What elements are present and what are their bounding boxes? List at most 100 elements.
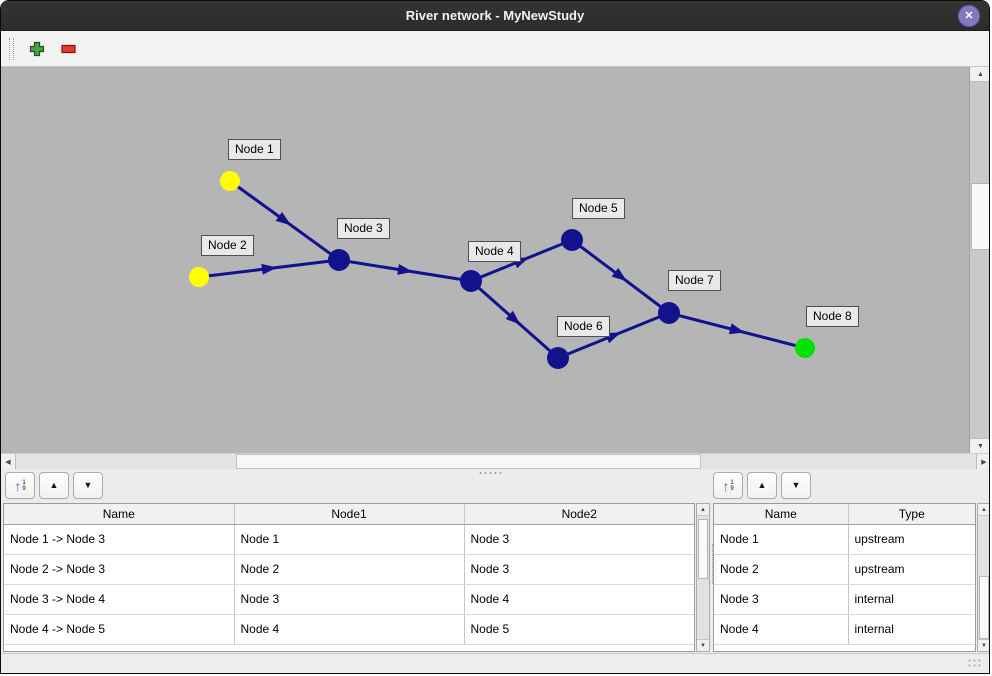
canvas-horizontal-scrollbar[interactable]: ◀ ▶ <box>1 453 989 469</box>
down-arrow-icon: ▼ <box>791 480 801 490</box>
status-bar <box>1 653 989 673</box>
edge-arrow-icon <box>505 310 521 325</box>
table-cell[interactable]: Node 3 <box>714 584 849 615</box>
table-cell[interactable]: Node 5 <box>464 614 694 645</box>
vertical-scroll-thumb[interactable] <box>698 519 708 579</box>
branches-table-scrollbar[interactable]: ▲ ▼ <box>696 503 710 652</box>
title-bar[interactable]: River network - MyNewStudy ✕ <box>1 1 989 31</box>
table-cell[interactable]: upstream <box>848 554 975 585</box>
table-cell[interactable]: Node 2 <box>714 554 849 585</box>
table-cell[interactable]: upstream <box>848 524 975 555</box>
table-cell[interactable]: Node 1 <box>714 524 849 555</box>
canvas-vertical-scrollbar[interactable]: ▲ ▼ <box>969 67 989 453</box>
table-cell[interactable]: internal <box>848 614 975 645</box>
table-cell[interactable]: Node 4 <box>714 614 849 645</box>
network-node[interactable] <box>220 171 240 191</box>
node-label: Node 5 <box>572 198 625 219</box>
node-label: Node 2 <box>201 235 254 256</box>
scroll-up-button[interactable]: ▲ <box>970 67 989 82</box>
network-node[interactable] <box>460 270 482 292</box>
node-label: Node 1 <box>228 139 281 160</box>
column-header[interactable]: Node2 <box>464 504 694 525</box>
close-icon: ✕ <box>964 10 974 22</box>
move-up-button[interactable]: ▲ <box>747 472 777 499</box>
down-arrow-icon: ▼ <box>700 642 706 649</box>
network-graph <box>189 171 815 369</box>
column-header[interactable]: Name <box>4 504 235 525</box>
up-arrow-icon: ▲ <box>977 70 984 78</box>
network-node[interactable] <box>658 302 680 324</box>
scroll-right-button[interactable]: ▶ <box>976 454 989 469</box>
up-arrow-icon: ▲ <box>981 506 987 513</box>
network-node[interactable] <box>328 249 350 271</box>
scroll-down-button[interactable]: ▼ <box>697 639 709 651</box>
move-down-button[interactable]: ▼ <box>781 472 811 499</box>
column-header[interactable]: Node1 <box>234 504 465 525</box>
vertical-scroll-thumb[interactable] <box>971 183 989 250</box>
vertical-scroll-thumb[interactable] <box>979 576 989 639</box>
plus-icon <box>29 41 45 56</box>
add-branch-button[interactable] <box>24 36 50 62</box>
network-node[interactable] <box>189 267 209 287</box>
toolbar-drag-handle[interactable] <box>9 37 14 60</box>
node-label: Node 7 <box>668 270 721 291</box>
scroll-left-button[interactable]: ◀ <box>1 454 16 469</box>
resize-grip[interactable] <box>967 658 983 669</box>
window-title: River network - MyNewStudy <box>405 8 585 23</box>
horizontal-scroll-thumb[interactable] <box>236 454 701 469</box>
table-cell[interactable]: Node 3 <box>464 554 694 585</box>
nodes-table-scrollbar[interactable]: ▲ ▼ <box>977 503 989 652</box>
edge-arrow-icon <box>397 263 413 275</box>
toolbar <box>1 31 989 67</box>
table-cell[interactable]: Node 4 <box>234 614 465 645</box>
down-arrow-icon: ▼ <box>981 642 987 649</box>
table-cell[interactable]: Node 1 -> Node 3 <box>4 524 235 555</box>
network-node[interactable] <box>547 347 569 369</box>
table-cell[interactable]: Node 2 -> Node 3 <box>4 554 235 585</box>
edge-arrow-icon <box>611 267 627 282</box>
scroll-up-button[interactable]: ▲ <box>978 504 989 516</box>
table-cell[interactable]: Node 3 <box>234 584 465 615</box>
table-cell[interactable]: Node 1 <box>234 524 465 555</box>
scroll-down-button[interactable]: ▼ <box>978 639 989 651</box>
table-cell[interactable]: Node 3 <box>464 524 694 555</box>
scroll-up-button[interactable]: ▲ <box>697 504 709 516</box>
network-node[interactable] <box>561 229 583 251</box>
column-header[interactable]: Name <box>714 504 849 525</box>
node-label: Node 3 <box>337 218 390 239</box>
panel-splitter-handle[interactable] <box>478 471 504 475</box>
table-cell[interactable]: Node 4 -> Node 5 <box>4 614 235 645</box>
node-label: Node 8 <box>806 306 859 327</box>
tables-splitter-handle[interactable] <box>709 544 713 584</box>
network-node[interactable] <box>795 338 815 358</box>
scroll-down-button[interactable]: ▼ <box>970 438 989 453</box>
table-cell[interactable]: Node 3 -> Node 4 <box>4 584 235 615</box>
table-cell[interactable]: Node 4 <box>464 584 694 615</box>
close-button[interactable]: ✕ <box>958 5 980 27</box>
column-header[interactable]: Type <box>848 504 975 525</box>
table-cell[interactable]: Node 2 <box>234 554 465 585</box>
edge-arrow-icon <box>275 211 291 226</box>
move-down-button[interactable]: ▼ <box>73 472 103 499</box>
move-up-button[interactable]: ▲ <box>39 472 69 499</box>
right-arrow-icon: ▶ <box>981 458 987 466</box>
remove-branch-button[interactable] <box>56 36 82 62</box>
table-cell[interactable]: internal <box>848 584 975 615</box>
down-arrow-icon: ▼ <box>977 442 984 450</box>
